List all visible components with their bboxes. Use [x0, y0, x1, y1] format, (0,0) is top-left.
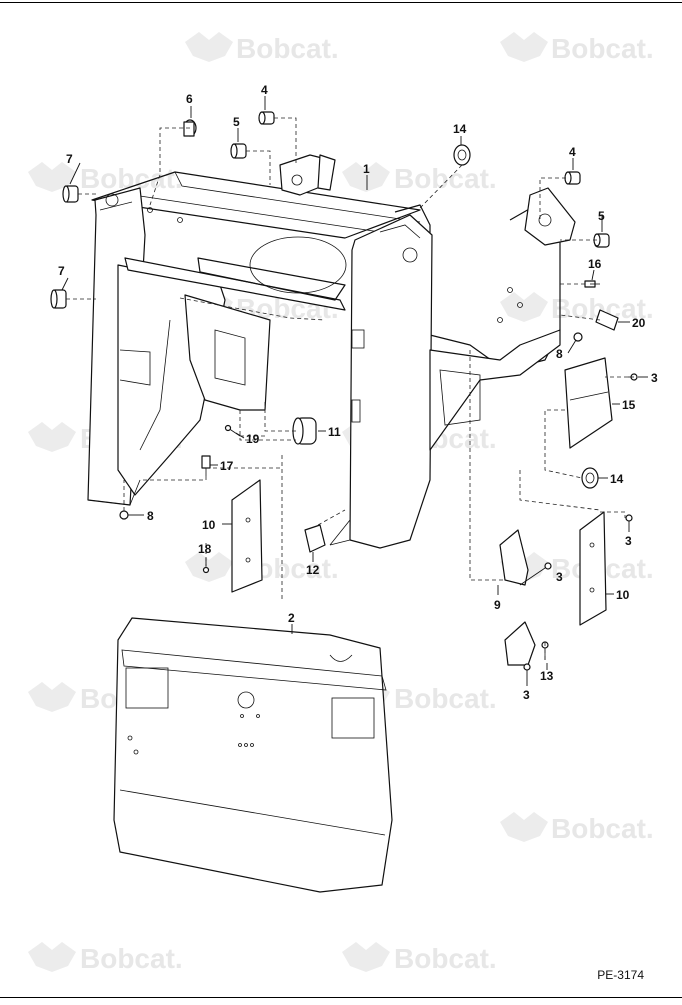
callout-16: 16 [588, 257, 602, 271]
figure-reference: PE-3174 [597, 968, 644, 982]
part-12-clip [304, 524, 326, 553]
bottom-border [0, 997, 682, 998]
part-17-pin [201, 455, 211, 476]
callout-3: 3 [625, 534, 632, 548]
callout-17: 17 [220, 459, 234, 473]
watermark-logo-icon [500, 812, 548, 842]
callout-1: 1 [363, 162, 370, 176]
watermark-text: Bobcat. [551, 813, 654, 844]
part-5-mount-b [593, 233, 610, 248]
assembly-lines [66, 117, 628, 660]
watermark-logo-icon [185, 32, 233, 62]
callout-4: 4 [569, 145, 576, 159]
part-10-panel-b [579, 511, 607, 626]
callout-18: 18 [198, 542, 212, 556]
watermark-3: Bobcat. [28, 162, 183, 194]
callout-10: 10 [202, 518, 216, 532]
part-18-pin [202, 566, 210, 574]
part-10-panel-a [231, 479, 263, 593]
callout-20: 20 [632, 316, 646, 330]
watermark-15: Bobcat. [28, 942, 183, 974]
part-13-plate [504, 621, 536, 666]
watermark-logo-icon [342, 942, 390, 972]
main-frame [87, 154, 576, 549]
callout-12: 12 [306, 563, 320, 577]
watermark-16: Bobcat. [342, 942, 497, 974]
part-3-bolt-a [628, 373, 638, 381]
part-8-bolt-b [119, 510, 129, 520]
part-3-bolt-d [523, 663, 531, 671]
part-15-shield [564, 357, 613, 449]
callout-19: 19 [246, 432, 260, 446]
watermark-1: Bobcat. [185, 32, 339, 64]
small-parts [50, 111, 638, 671]
callout-3: 3 [523, 688, 530, 702]
callout-10: 10 [616, 588, 630, 602]
front-panel [113, 617, 393, 893]
watermark-4: Bobcat. [342, 162, 497, 194]
part-9-plate [499, 529, 529, 586]
part-20-plate [595, 309, 619, 331]
callout-7: 7 [58, 264, 65, 278]
watermark-logo-icon [28, 162, 76, 192]
callout-3: 3 [556, 570, 563, 584]
watermark-text: Bobcat. [236, 33, 339, 64]
watermark-logo-icon [500, 32, 548, 62]
watermark-14: Bobcat. [500, 812, 654, 844]
watermark-text: Bobcat. [80, 163, 183, 194]
watermark-logo-icon [185, 552, 233, 582]
callout-8: 8 [147, 509, 154, 523]
part-3-bolt-b [625, 514, 633, 522]
callout-5: 5 [598, 209, 605, 223]
part-8-bolt-a [573, 332, 583, 342]
watermark-text: Bobcat. [394, 943, 497, 974]
part-7-mount-a [62, 185, 79, 203]
part-16-bolt [584, 280, 600, 288]
callout-15: 15 [622, 398, 636, 412]
watermark-logo-icon [28, 942, 76, 972]
callout-11: 11 [328, 425, 341, 439]
watermark-logo-icon [28, 682, 76, 712]
watermark-logo-icon [342, 162, 390, 192]
callout-14: 14 [453, 122, 467, 136]
watermark-6: Bobcat. [500, 292, 654, 324]
watermark-text: Bobcat. [394, 163, 497, 194]
part-5-mount-a [230, 143, 247, 159]
callout-14: 14 [610, 472, 624, 486]
callout-4: 4 [261, 83, 268, 97]
part-4-mount-a [258, 111, 275, 125]
callout-5: 5 [233, 115, 240, 129]
watermark-text: Bobcat. [394, 683, 497, 714]
callout-3: 3 [651, 371, 658, 385]
watermark-text: Bobcat. [80, 943, 183, 974]
part-14-bushing-a [453, 144, 471, 166]
part-14-bushing-b [581, 467, 599, 489]
watermark-logo-icon [500, 292, 548, 322]
leader-lines [61, 96, 648, 686]
callout-13: 13 [540, 669, 554, 683]
watermark-logo-icon [28, 422, 76, 452]
callout-8: 8 [556, 347, 563, 361]
callout-2: 2 [288, 611, 295, 625]
callout-labels: 6 4 5 14 4 7 1 5 16 7 20 8 3 15 11 19 17… [58, 83, 658, 702]
callout-7: 7 [66, 152, 73, 166]
callout-9: 9 [494, 598, 501, 612]
part-6-mount [183, 119, 197, 137]
part-3-rod [519, 562, 552, 586]
part-4-mount-b [564, 171, 581, 185]
top-border [0, 2, 682, 3]
watermark-text: Bobcat. [551, 33, 654, 64]
part-11-mount [292, 417, 317, 445]
watermark-2: Bobcat. [500, 32, 654, 64]
part-7-mount-b [50, 289, 67, 309]
callout-6: 6 [186, 92, 193, 106]
